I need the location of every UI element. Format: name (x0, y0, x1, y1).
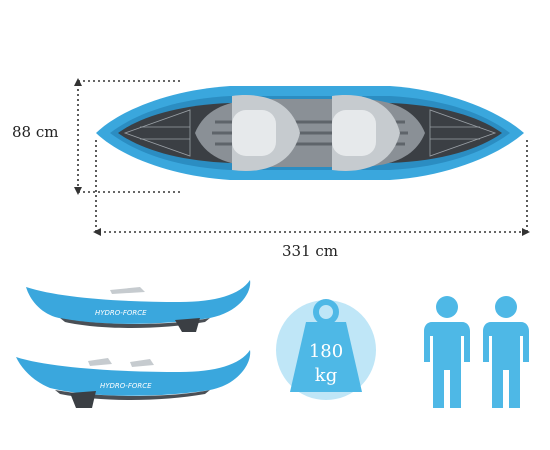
person-icon (424, 296, 470, 408)
kayak-top-view (96, 86, 524, 180)
arrowhead-left (93, 228, 101, 236)
length-label: 331 cm (282, 242, 339, 260)
width-dimension-lines (77, 80, 180, 193)
brand-text-2: HYDRO-FORCE (100, 382, 152, 390)
weight-value: 180 (308, 341, 344, 362)
weight-icon (276, 299, 376, 400)
seat-rear (332, 95, 400, 171)
person-icon (483, 296, 529, 408)
kayak-side-view-2: HYDRO-FORCE (16, 350, 251, 408)
brand-text-1: HYDRO-FORCE (95, 309, 147, 317)
kayak-side-view-1: HYDRO-FORCE (26, 280, 251, 332)
arrowhead-bottom (74, 187, 82, 195)
arrowhead-right (522, 228, 530, 236)
width-label: 88 cm (12, 123, 59, 141)
length-dimension-lines (95, 140, 528, 233)
arrowhead-top (74, 78, 82, 86)
seat-front (232, 95, 300, 171)
weight-unit: kg (314, 365, 338, 386)
